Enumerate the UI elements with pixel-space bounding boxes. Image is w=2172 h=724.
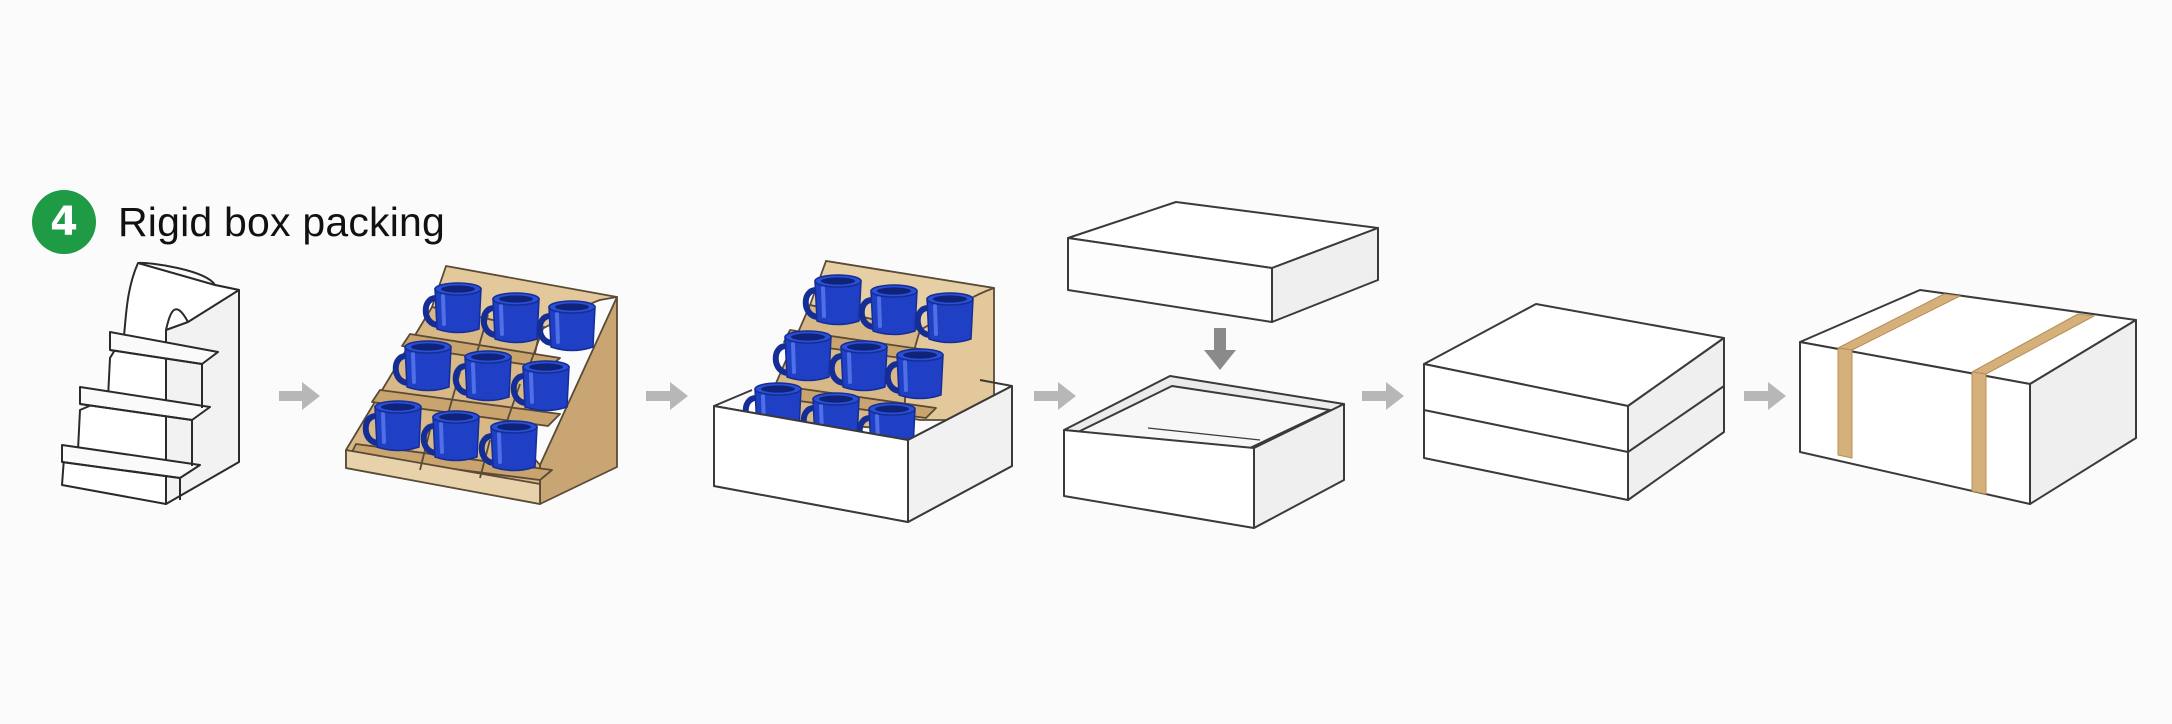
- lid-lowered-onto-base: [1063, 201, 1379, 529]
- taped-rigid-box: [1799, 289, 2137, 505]
- step-number: 4: [50, 199, 78, 245]
- right-arrow-icon: [646, 382, 688, 410]
- white-stepped-insert: [61, 261, 240, 505]
- down-arrow-icon: [1204, 328, 1236, 370]
- right-arrow-icon: [1744, 382, 1786, 410]
- closed-rigid-box: [1423, 303, 1725, 501]
- right-arrow-icon: [1034, 382, 1076, 410]
- step-title: Rigid box packing: [118, 198, 446, 245]
- packing-tape: [1837, 293, 2095, 495]
- insert-placed-in-box-base: [713, 260, 1013, 523]
- right-arrow-icon: [1362, 382, 1404, 410]
- step-header: 4 Rigid box packing: [32, 190, 445, 254]
- step-badge-icon: 4: [32, 190, 96, 254]
- right-arrow-icon: [279, 382, 320, 410]
